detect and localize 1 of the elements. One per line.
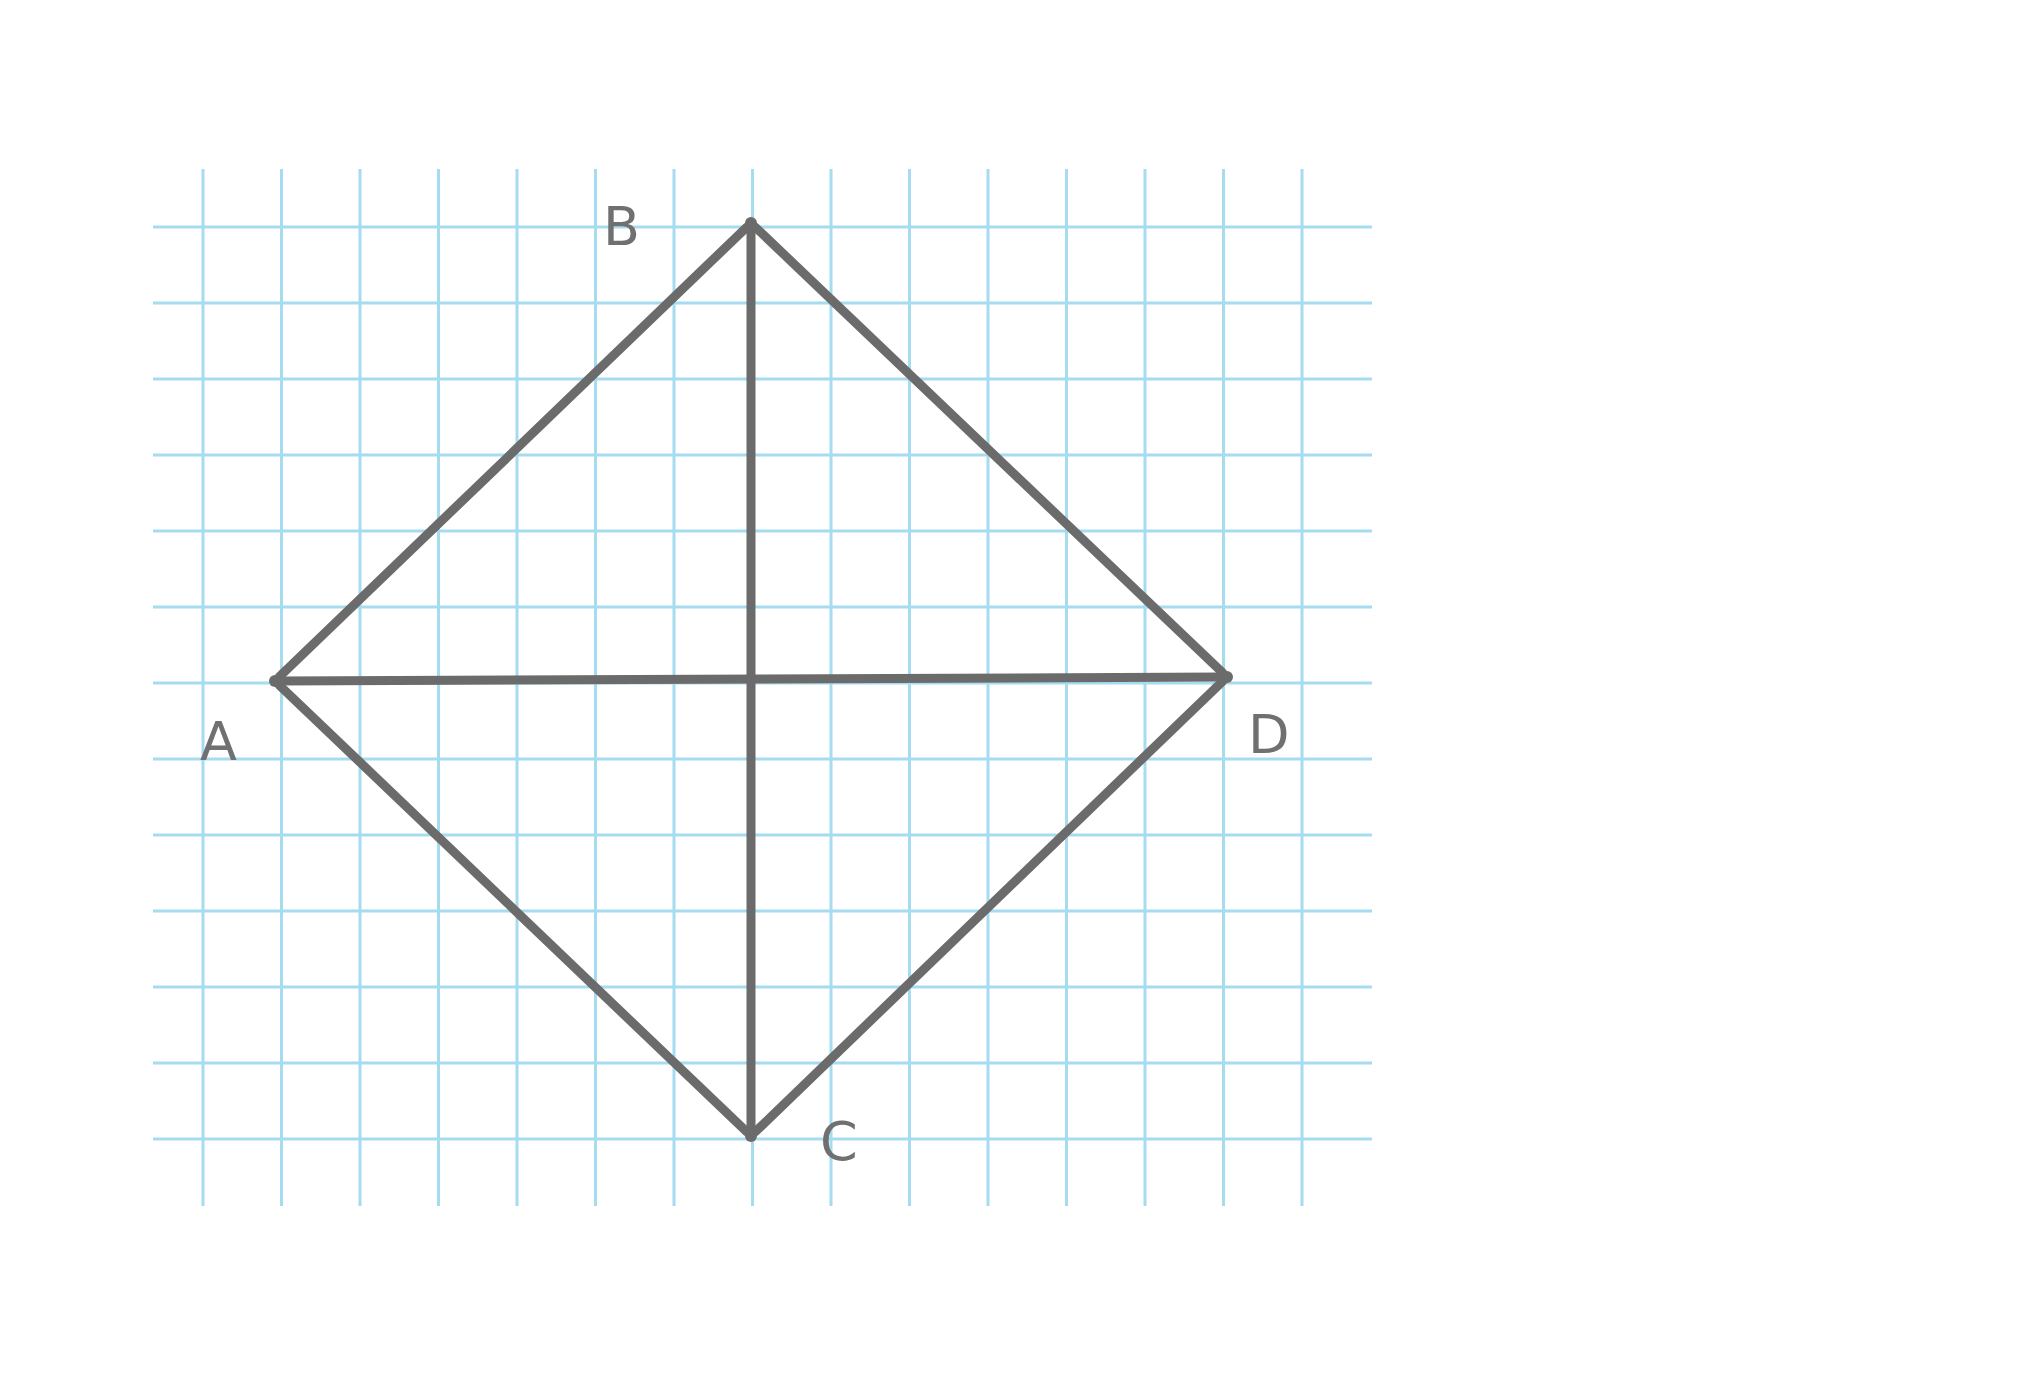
vertex-label: D [1248, 708, 1290, 762]
